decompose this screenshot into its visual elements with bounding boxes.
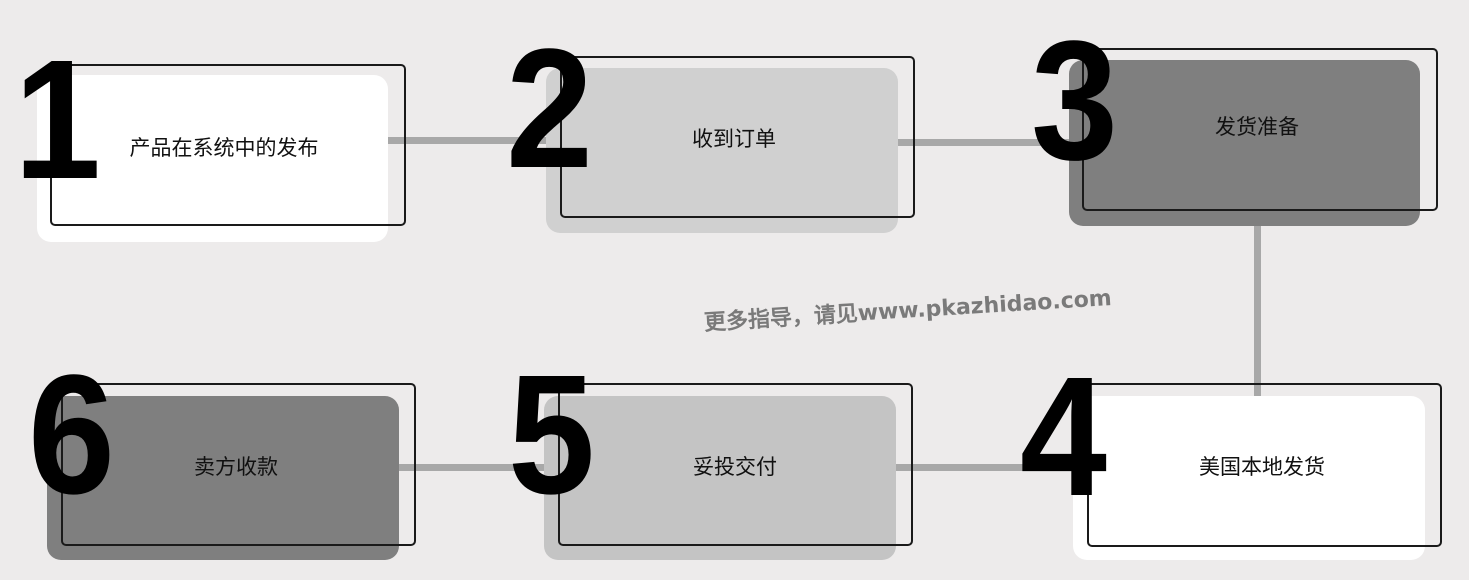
step-4-fill [1073,396,1425,560]
step-2-outline [560,56,915,218]
step-4-outline [1087,383,1442,547]
connector-2-3 [898,139,1070,146]
connector-4-5 [896,464,1074,471]
connector-3-4 [1254,226,1261,396]
step-6-fill [47,396,399,560]
step-6-outline [61,383,416,546]
step-1-number: 1 [14,25,101,215]
step-5-outline [558,383,913,546]
step-6-number: 6 [28,340,115,530]
step-2-fill [546,68,898,233]
step-4-label: 美国本地发货 [1199,455,1325,479]
step-6-label: 卖方收款 [194,455,278,479]
step-3-number: 3 [1031,6,1118,196]
step-5-fill [544,396,896,560]
step-1-label: 产品在系统中的发布 [129,136,319,160]
connector-5-6 [399,464,545,471]
step-3-label: 发货准备 [1215,115,1299,139]
step-2-number: 2 [506,14,593,204]
step-4-number: 4 [1020,342,1107,532]
connector-1-2 [388,137,548,144]
step-2-label: 收到订单 [692,127,776,151]
step-1-outline [50,64,406,226]
step-3-outline [1082,48,1438,211]
step-3-fill [1069,60,1420,226]
watermark: 更多指导，请见www.pkazhidao.com [703,286,1113,336]
step-5-label: 妥投交付 [693,455,777,479]
step-5-number: 5 [508,340,595,530]
step-1-fill [37,75,388,242]
